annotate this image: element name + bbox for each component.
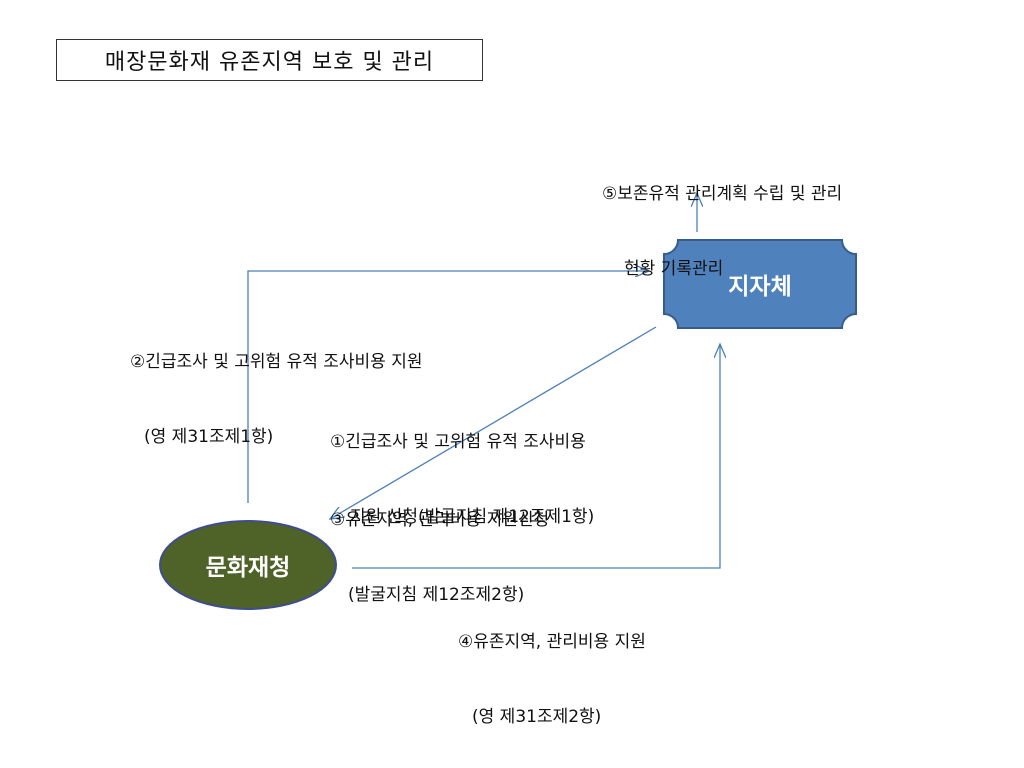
step4-label: ④유존지역, 관리비용 지원 (영 제31조제2항) (458, 580, 646, 755)
step2-line2: (영 제31조제1항) (144, 427, 274, 447)
step1-line1: ①긴급조사 및 고위험 유적 조사비용 (330, 432, 586, 452)
local-gov-node (663, 239, 857, 329)
step4-line2: (영 제31조제2항) (472, 707, 602, 727)
step2-label: ②긴급조사 및 고위험 유적 조사비용 지원 (영 제31조제1항) (130, 300, 423, 475)
arrow-step1-3 (330, 326, 657, 519)
step1-label: ①긴급조사 및 고위험 유적 조사비용 지원 신청(발굴지침 제12조제1항) (330, 380, 594, 555)
heritage-admin-label: 문화재청 (205, 555, 291, 581)
step1-line2: 지원 신청(발굴지침 제12조제1항) (350, 507, 595, 527)
local-gov-label: 지자체 (728, 274, 792, 300)
arrow-step2 (247, 271, 649, 503)
step3-line2: (발굴지침 제12조제2항) (348, 585, 525, 605)
heritage-admin-node (159, 520, 337, 610)
step5-line2: 현황 기록관리 (624, 259, 724, 279)
page-title: 매장문화재 유존지역 보호 및 관리 (56, 39, 483, 81)
step4-line1: ④유존지역, 관리비용 지원 (458, 632, 646, 652)
step2-line1: ②긴급조사 및 고위험 유적 조사비용 지원 (130, 352, 423, 372)
step5-label: ⑤보존유적 관리계획 수립 및 관리 현황 기록관리 (602, 132, 842, 307)
arrow-step4 (352, 344, 720, 569)
step5-line1: ⑤보존유적 관리계획 수립 및 관리 (602, 184, 843, 204)
step3-line1: ③유존지역, 관리비용 지원신청 (330, 510, 550, 530)
step3-label: ③유존지역, 관리비용 지원신청 (발굴지침 제12조제2항) (330, 458, 549, 633)
